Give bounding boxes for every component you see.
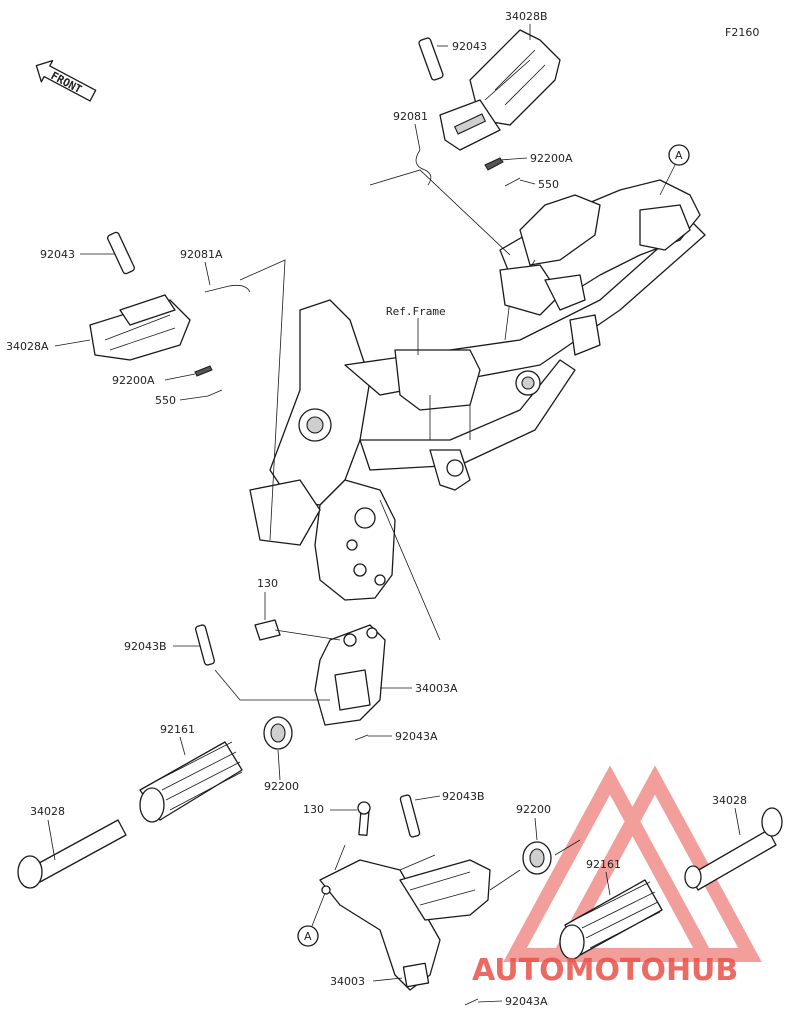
label-92200A-left: 92200A	[112, 374, 155, 387]
label-34003: 34003	[330, 975, 365, 988]
frame	[249, 179, 706, 601]
label-34028A: 34028A	[6, 340, 49, 353]
watermark-brand: AUTOMOTOHUB	[472, 953, 738, 988]
bracket-34003A	[195, 619, 386, 741]
label-92200-right: 92200	[516, 803, 551, 816]
label-92043-top: 92043	[452, 40, 487, 53]
label-92200-left: 92200	[264, 780, 299, 793]
footpeg-34028A	[89, 231, 251, 397]
label-130-top: 130	[257, 577, 278, 590]
label-92043A-bottom: 92043A	[505, 995, 548, 1008]
footpeg-34028B	[415, 29, 561, 187]
label-34028-left: 34028	[30, 805, 65, 818]
label-92043A-top: 92043A	[395, 730, 438, 743]
passenger-peg-right	[522, 807, 783, 960]
label-92081: 92081	[393, 110, 428, 123]
label-130-bottom: 130	[303, 803, 324, 816]
watermark-text: AUTOMOTOHUB	[472, 953, 738, 988]
callout-a-bottom	[297, 925, 319, 947]
front-arrow-icon	[35, 59, 97, 102]
diagram-code: F2160	[725, 26, 759, 39]
callout-a-top	[668, 144, 690, 166]
callout-a-top-label: A	[675, 149, 683, 162]
label-92043B-top: 92043B	[124, 640, 167, 653]
label-34028-right: 34028	[712, 794, 747, 807]
label-92043B-bottom: 92043B	[442, 790, 485, 803]
label-92161-left: 92161	[160, 723, 195, 736]
label-92161-right: 92161	[586, 858, 621, 871]
label-550-left: 550	[155, 394, 176, 407]
label-34028B: 34028B	[505, 10, 548, 23]
callout-a-bottom-label: A	[304, 930, 312, 943]
bracket-34003	[319, 794, 491, 1006]
label-34003A: 34003A	[415, 682, 458, 695]
passenger-peg-left	[17, 716, 293, 889]
label-92043-left: 92043	[40, 248, 75, 261]
label-92200A-top: 92200A	[530, 152, 573, 165]
label-92081A: 92081A	[180, 248, 223, 261]
front-label: FRONT	[49, 69, 85, 96]
label-550-top: 550	[538, 178, 559, 191]
frame-ref-label: Ref.Frame	[386, 305, 446, 318]
